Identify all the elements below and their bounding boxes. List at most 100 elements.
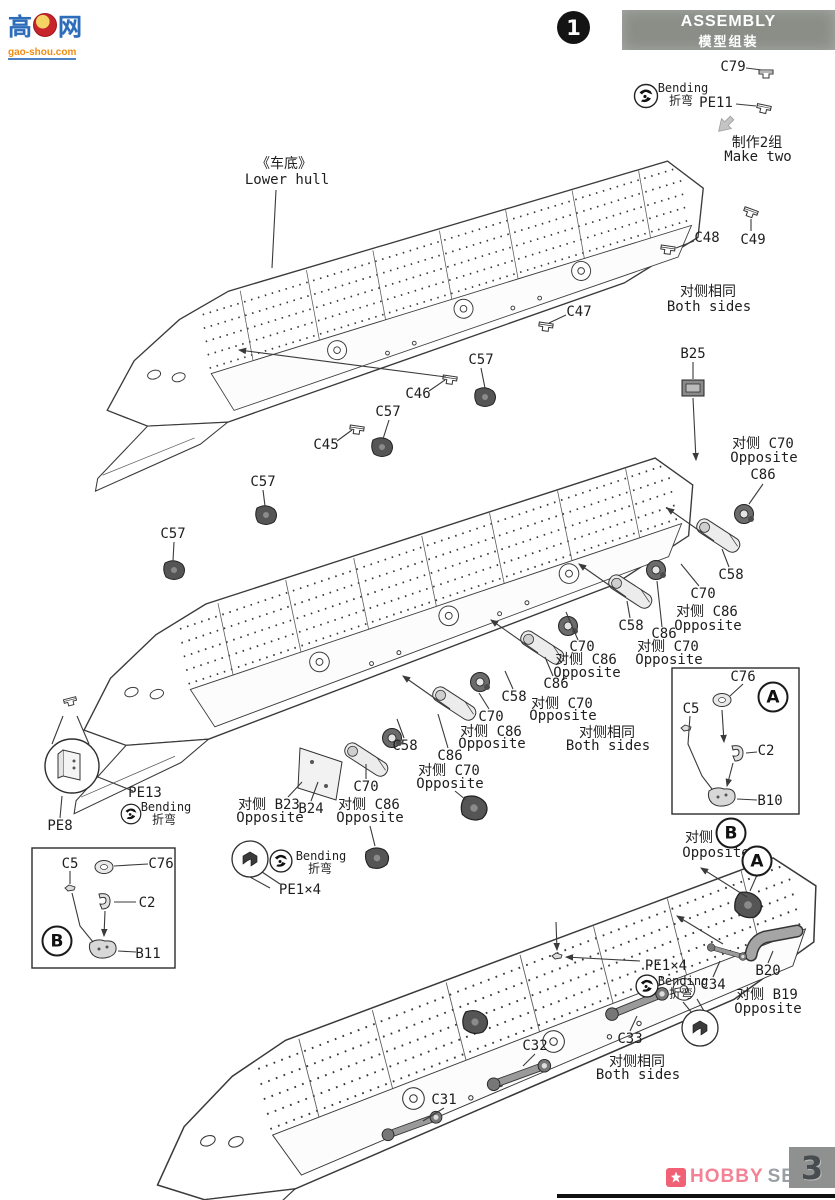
callout-C70-36: 对侧 C70 xyxy=(531,696,593,712)
bending-icon-pe1-right xyxy=(635,974,659,998)
callout-C70-20: 对侧 C70 xyxy=(732,436,794,452)
parts-bottom xyxy=(379,888,804,1143)
callout-Lower-hull-7: Lower hull xyxy=(244,172,330,188)
leader-lines xyxy=(51,67,774,1122)
callout-C57-19: C57 xyxy=(160,526,186,542)
callout-C47-12: C47 xyxy=(566,304,592,320)
callout-C46-15: C46 xyxy=(405,386,431,402)
callout-PE1×4-66: PE1×4 xyxy=(644,958,688,974)
callout-C86-28: C86 xyxy=(651,626,677,642)
callout-C86-48: 对侧 C86 xyxy=(338,797,400,813)
circle-marker-a-3: A xyxy=(741,845,773,877)
callout-Make-two-5: Make two xyxy=(724,149,792,165)
callout-2-4: 制作2组 xyxy=(731,135,783,151)
hull-drawing-bottom xyxy=(88,846,835,1200)
thumb-badge-icon xyxy=(33,12,57,37)
callout-C70-29: 对侧 C70 xyxy=(637,639,699,655)
callout-C58-43: C58 xyxy=(392,738,418,754)
circle-marker-a-0: A xyxy=(757,681,789,713)
callout-C2-62: C2 xyxy=(757,743,775,759)
callout-C5-78: C5 xyxy=(61,856,79,872)
callout-zh-6: 《车底》 xyxy=(256,156,312,172)
circle-marker-b-2: B xyxy=(715,817,747,849)
callout-zh-58: 折弯 xyxy=(307,861,333,876)
callout-PE8-56: PE8 xyxy=(47,818,73,834)
step-number-badge: 1 xyxy=(557,11,590,44)
callout-B23-50: 对侧 B23 xyxy=(238,797,300,813)
logo-char-right: 网 xyxy=(58,13,82,41)
callout-Opposite-40: Opposite xyxy=(458,736,526,752)
callout-Both-sides-75: Both sides xyxy=(595,1067,681,1083)
assembly-header: ASSEMBLY 模型组装 xyxy=(622,10,835,50)
callout-Opposite-33: Opposite xyxy=(553,665,621,681)
callout-C31-77: C31 xyxy=(431,1092,457,1108)
callout-Opposite-46: Opposite xyxy=(416,776,484,792)
magnifier-pe1-left xyxy=(231,840,269,878)
callout-C58-27: C58 xyxy=(618,618,644,634)
hobbysearch-icon xyxy=(666,1167,686,1187)
callout-C86-39: 对侧 C86 xyxy=(460,724,522,740)
callout-C49-8: C49 xyxy=(740,232,766,248)
bending-icon-pe13 xyxy=(120,803,142,825)
callout-C48-9: C48 xyxy=(694,230,720,246)
callout-C57-14: C57 xyxy=(468,352,494,368)
callout-Opposite-72: Opposite xyxy=(734,1001,802,1017)
make-two-arrow-icon xyxy=(718,115,735,132)
callout-Opposite-30: Opposite xyxy=(635,652,703,668)
callout-C70-45: 对侧 C70 xyxy=(418,763,480,779)
callout-C34-69: C34 xyxy=(700,977,726,993)
callout-PE13-53: PE13 xyxy=(128,785,162,801)
callout-C79-0: C79 xyxy=(720,59,746,75)
logo-domain: gao-shou.com xyxy=(8,47,77,60)
callout-C86-25: 对侧 C86 xyxy=(676,604,738,620)
hobbysearch-text-hobby: HOBBY xyxy=(690,1166,764,1187)
callout-C2-80: C2 xyxy=(138,895,156,911)
callout-B25-13: B25 xyxy=(680,346,706,362)
callout-zh-55: 折弯 xyxy=(151,812,177,827)
magnifier-pe1-right xyxy=(681,1009,719,1047)
callout-zh-64: 对侧 xyxy=(685,830,713,846)
callout-PE11-3: PE11 xyxy=(699,95,733,111)
parts-middle xyxy=(63,504,755,871)
callout-Opposite-26: Opposite xyxy=(674,618,742,634)
callout-Bending-1: Bending xyxy=(657,81,709,95)
callout-Both-sides-11: Both sides xyxy=(666,299,752,315)
callout-C70-47: C70 xyxy=(353,779,379,795)
callout-Opposite-51: Opposite xyxy=(236,810,304,826)
callout-Opposite-49: Opposite xyxy=(336,810,404,826)
callout-Opposite-21: Opposite xyxy=(730,450,798,466)
callout-C86-22: C86 xyxy=(750,467,776,483)
callout-C57-16: C57 xyxy=(375,404,401,420)
hull-drawing-top xyxy=(50,152,738,492)
assembly-title-en: ASSEMBLY xyxy=(680,13,777,30)
callout-PE1×4-59: PE1×4 xyxy=(278,882,322,898)
callout-B20-70: B20 xyxy=(755,963,781,979)
callout-C86-44: C86 xyxy=(437,748,463,764)
callout-zh-68: 折弯 xyxy=(668,986,694,1001)
callout-C32-76: C32 xyxy=(522,1038,548,1054)
callout-zh-74: 对侧相同 xyxy=(609,1054,665,1070)
callout-C45-17: C45 xyxy=(313,437,339,453)
callout-zh-10: 对侧相同 xyxy=(680,284,736,300)
callout-Opposite-65: Opposite xyxy=(682,845,750,861)
callout-C86-32: 对侧 C86 xyxy=(555,652,617,668)
callout-C76-60: C76 xyxy=(730,669,756,685)
callout-C58-23: C58 xyxy=(718,567,744,583)
circle-marker-b-1: B xyxy=(41,925,73,957)
callout-Both-sides-42: Both sides xyxy=(565,738,651,754)
page-number: 3 xyxy=(789,1147,835,1188)
callout-C86-34: C86 xyxy=(543,676,569,692)
callout-B19-71: 对侧 B19 xyxy=(736,987,798,1003)
callout-C70-38: C70 xyxy=(478,709,504,725)
callout-Bending-57: Bending xyxy=(295,849,347,863)
callout-C70-31: C70 xyxy=(569,639,595,655)
callout-zh-41: 对侧相同 xyxy=(579,725,635,741)
logo-char-left: 高 xyxy=(8,13,32,41)
callout-C33-73: C33 xyxy=(617,1031,643,1047)
assembly-title-zh: 模型组装 xyxy=(698,35,759,50)
callout-Opposite-37: Opposite xyxy=(529,708,597,724)
bending-icon-top xyxy=(633,83,659,109)
callout-B24-52: B24 xyxy=(298,801,324,817)
gaoshou-watermark-logo: 高 网 gao-shou.com xyxy=(8,7,82,60)
